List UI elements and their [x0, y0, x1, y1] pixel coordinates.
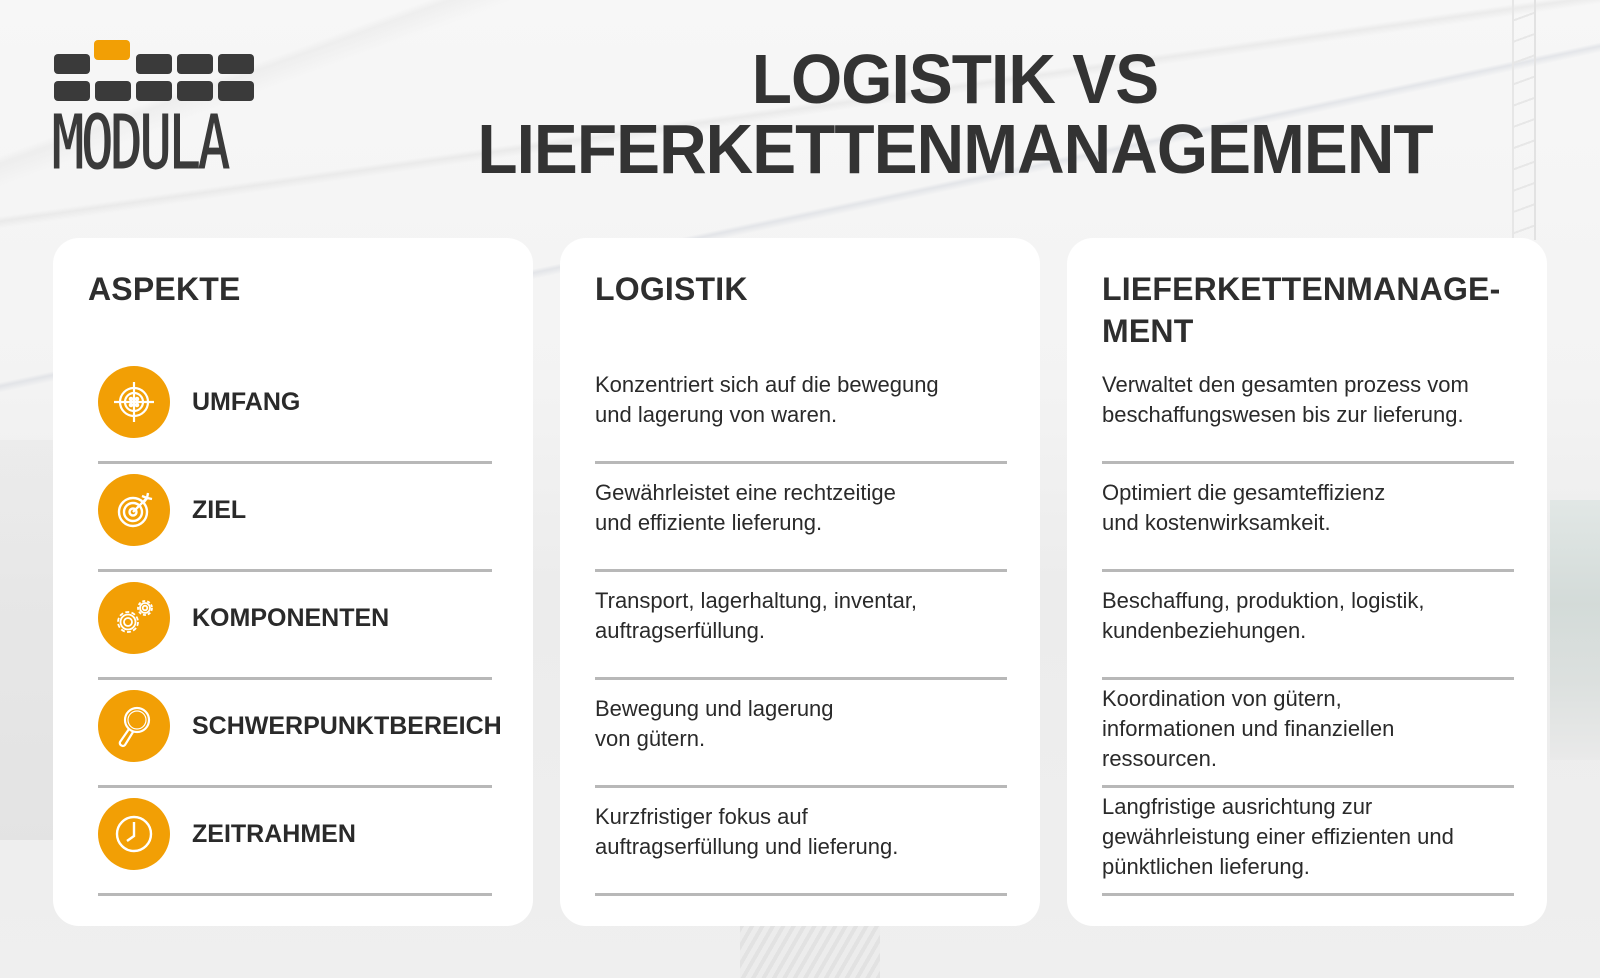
- scm-card: LIEFERKETTENMANAGE- MENT Verwaltet den g…: [1067, 238, 1547, 926]
- aspect-label: ZIEL: [192, 496, 247, 524]
- row-divider: [595, 785, 1007, 788]
- aspects-card-title: ASPEKTE: [88, 271, 241, 307]
- row-divider: [595, 893, 1007, 896]
- aspect-label: ZEITRAHMEN: [192, 820, 356, 848]
- aspect-row-umfang: UMFANG: [98, 356, 492, 464]
- scm-row-schwerpunktbereich: Koordination von gütern, informationen u…: [1102, 680, 1514, 788]
- magnifier-icon: [98, 690, 170, 762]
- logo-blocks-icon: [54, 40, 258, 104]
- aspects-card: ASPEKTE UMFANG: [53, 238, 533, 926]
- aspect-row-ziel: ZIEL: [98, 464, 492, 572]
- aspect-row-zeitrahmen: ZEITRAHMEN: [98, 788, 492, 896]
- logistik-row-zeitrahmen: Kurzfristiger fokus auf auftragserfüllun…: [595, 788, 1007, 896]
- row-divider: [595, 461, 1007, 464]
- logistik-card-title: LOGISTIK: [595, 271, 748, 307]
- logistik-row-umfang: Konzentriert sich auf die bewegung und l…: [595, 356, 1007, 464]
- row-divider: [1102, 893, 1514, 896]
- row-divider: [98, 893, 492, 896]
- scm-row-zeitrahmen: Langfristige ausrichtung zur gewährleist…: [1102, 788, 1514, 896]
- logistik-cell: Transport, lagerhaltung, inventar, auftr…: [595, 588, 918, 643]
- row-divider: [1102, 785, 1514, 788]
- page-title-line-2: LIEFERKETTENMANAGEMENT: [477, 110, 1433, 188]
- row-divider: [595, 677, 1007, 680]
- aspect-row-komponenten: KOMPONENTEN: [98, 572, 492, 680]
- scm-card-title: LIEFERKETTENMANAGE- MENT: [1102, 271, 1501, 349]
- row-divider: [98, 785, 492, 788]
- scm-row-komponenten: Beschaffung, produktion, logistik, kunde…: [1102, 572, 1514, 680]
- scm-cell: Beschaffung, produktion, logistik, kunde…: [1102, 588, 1425, 643]
- scm-row-ziel: Optimiert die gesamteffizienz und kosten…: [1102, 464, 1514, 572]
- aspect-label: UMFANG: [192, 388, 301, 416]
- scm-cell: Koordination von gütern, informationen u…: [1102, 686, 1395, 771]
- logo-wordmark: MODULA: [52, 100, 231, 186]
- target-arrow-icon: [98, 474, 170, 546]
- row-divider: [595, 569, 1007, 572]
- row-divider: [1102, 569, 1514, 572]
- background-shelf: [0, 440, 60, 840]
- row-divider: [1102, 677, 1514, 680]
- scm-cell: Optimiert die gesamteffizienz und kosten…: [1102, 480, 1386, 535]
- gears-icon: [98, 582, 170, 654]
- background-forklift: [1550, 500, 1600, 760]
- logistik-row-schwerpunktbereich: Bewegung und lagerung von gütern.: [595, 680, 1007, 788]
- scm-cell: Verwaltet den gesamten prozess vom besch…: [1102, 372, 1469, 427]
- page-title-line-1: LOGISTIK VS: [751, 40, 1159, 118]
- logistik-cell: Bewegung und lagerung von gütern.: [595, 696, 834, 751]
- background-rack: [740, 925, 880, 978]
- aspect-row-schwerpunktbereich: SCHWERPUNKTBEREICH: [98, 680, 502, 788]
- aspect-label: SCHWERPUNKTBEREICH: [192, 712, 502, 740]
- row-divider: [98, 569, 492, 572]
- logistik-cell: Konzentriert sich auf die bewegung und l…: [595, 372, 939, 427]
- logistik-cell: Gewährleistet eine rechtzeitige und effi…: [595, 480, 896, 535]
- aspect-label: KOMPONENTEN: [192, 604, 390, 632]
- page-title: LOGISTIK VS LIEFERKETTENMANAGEMENT: [424, 44, 1486, 184]
- scm-row-umfang: Verwaltet den gesamten prozess vom besch…: [1102, 356, 1514, 464]
- logistik-row-ziel: Gewährleistet eine rechtzeitige und effi…: [595, 464, 1007, 572]
- crosshair-icon: [98, 366, 170, 438]
- logistik-row-komponenten: Transport, lagerhaltung, inventar, auftr…: [595, 572, 1007, 680]
- modula-logo: MODULA: [52, 40, 258, 186]
- logistik-card: LOGISTIK Konzentriert sich auf die beweg…: [560, 238, 1040, 926]
- row-divider: [98, 461, 492, 464]
- row-divider: [1102, 461, 1514, 464]
- clock-icon: [98, 798, 170, 870]
- background-ladder: [1512, 0, 1536, 240]
- logistik-cell: Kurzfristiger fokus auf auftragserfüllun…: [595, 804, 899, 859]
- scm-cell: Langfristige ausrichtung zur gewährleist…: [1102, 794, 1454, 879]
- row-divider: [98, 677, 492, 680]
